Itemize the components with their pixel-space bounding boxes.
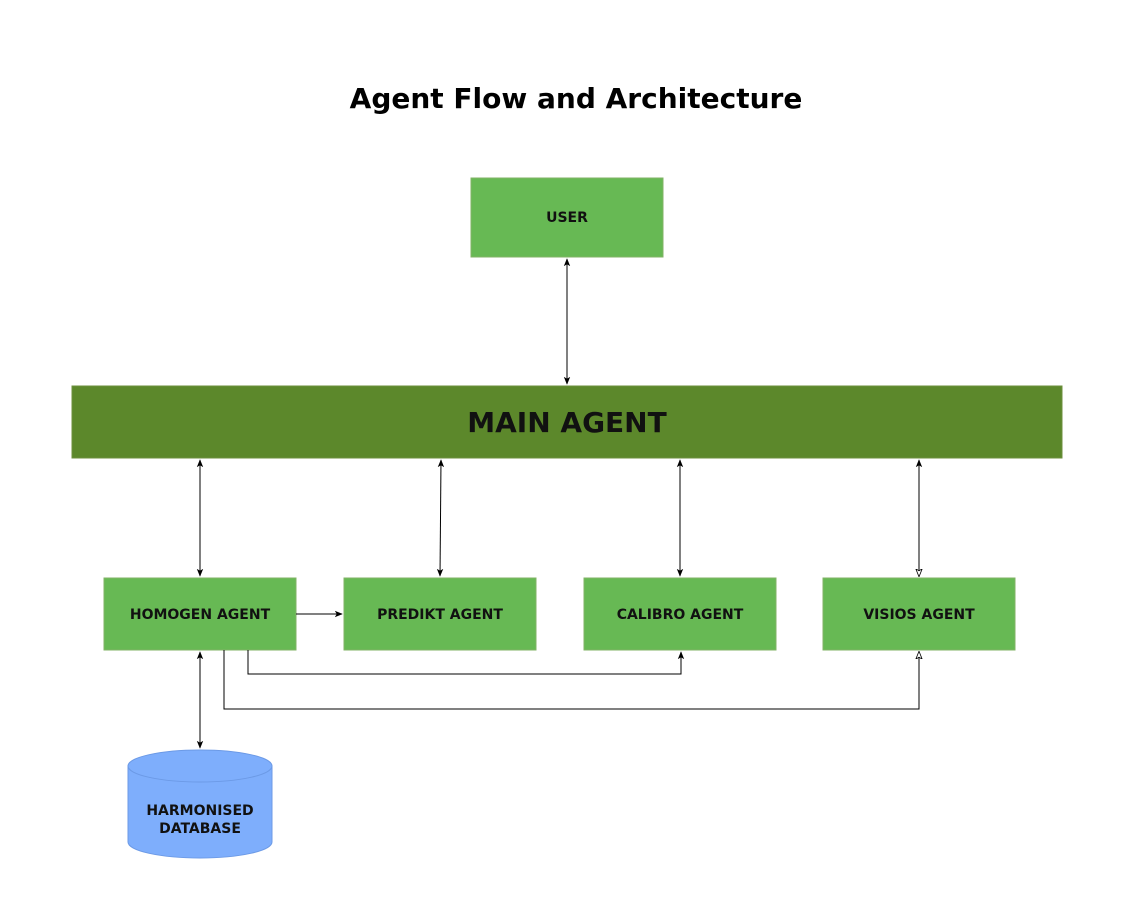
harmonised-database-node[interactable]: HARMONISED DATABASE [127, 749, 273, 859]
visios-agent-node[interactable]: VISIOS AGENT [822, 577, 1016, 651]
main-agent-label: MAIN AGENT [467, 406, 666, 439]
calibro-agent-node[interactable]: CALIBRO AGENT [583, 577, 777, 651]
user-node[interactable]: USER [470, 177, 664, 258]
database-label-line2: DATABASE [159, 821, 241, 837]
database-label-line1: HARMONISED [146, 803, 253, 819]
edge-homogen-calibro [247, 650, 685, 675]
calibro-agent-label: CALIBRO AGENT [617, 607, 744, 623]
user-label: USER [546, 210, 588, 226]
edge-homogen-visios [223, 650, 919, 710]
homogen-agent-node[interactable]: HOMOGEN AGENT [103, 577, 297, 651]
main-agent-node[interactable]: MAIN AGENT [71, 385, 1063, 459]
diagram-title: Agent Flow and Architecture [350, 82, 803, 115]
predikt-agent-node[interactable]: PREDIKT AGENT [343, 577, 537, 651]
visios-agent-label: VISIOS AGENT [863, 607, 975, 623]
homogen-agent-label: HOMOGEN AGENT [130, 607, 271, 623]
predikt-agent-label: PREDIKT AGENT [377, 607, 503, 623]
edge-main-predikt [436, 459, 445, 577]
